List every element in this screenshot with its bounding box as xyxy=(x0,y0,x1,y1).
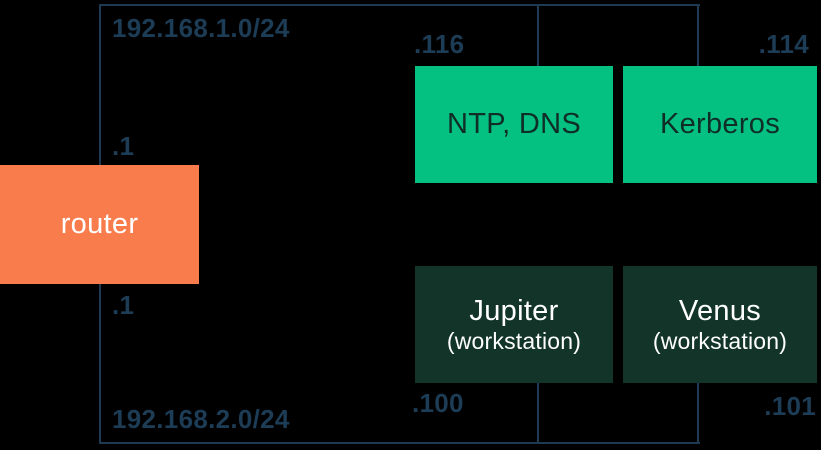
subnet1-to-kerberos-link xyxy=(697,4,699,67)
jupiter-workstation-label: Jupiter xyxy=(469,294,559,327)
router-to-subnet2-link xyxy=(99,284,101,444)
subnet1-cidr-label: 192.168.1.0/24 xyxy=(112,13,290,43)
venus-workstation-label: Venus xyxy=(678,294,762,327)
venus-workstation-sublabel: (workstation) xyxy=(652,327,788,354)
router-to-subnet1-link xyxy=(99,4,101,166)
ntp-dns-server-node: NTP, DNS xyxy=(415,66,613,183)
venus-ip-label: .101 xyxy=(764,391,816,421)
jupiter-to-subnet2-link xyxy=(537,382,539,444)
subnet2-cidr-label: 192.168.2.0/24 xyxy=(112,404,290,434)
jupiter-workstation-node: Jupiter (workstation) xyxy=(415,266,613,383)
jupiter-ip-label: .100 xyxy=(412,388,464,418)
ntp-dns-ip-label: .116 xyxy=(414,29,465,59)
kerberos-server-label: Kerberos xyxy=(659,107,781,140)
subnet1-to-ntp-dns-link xyxy=(537,4,539,67)
subnet1-bus-line xyxy=(99,4,700,6)
router-label: router xyxy=(60,207,139,240)
jupiter-workstation-sublabel: (workstation) xyxy=(446,327,582,354)
router-subnet1-ip-label: .1 xyxy=(112,131,135,161)
venus-workstation-node: Venus (workstation) xyxy=(623,266,817,383)
router-node: router xyxy=(0,165,199,284)
venus-to-subnet2-link xyxy=(697,382,699,444)
kerberos-ip-label: .114 xyxy=(758,29,809,59)
ntp-dns-server-label: NTP, DNS xyxy=(446,107,581,140)
router-subnet2-ip-label: .1 xyxy=(112,290,135,320)
subnet2-bus-line xyxy=(99,442,700,444)
kerberos-server-node: Kerberos xyxy=(623,66,817,183)
